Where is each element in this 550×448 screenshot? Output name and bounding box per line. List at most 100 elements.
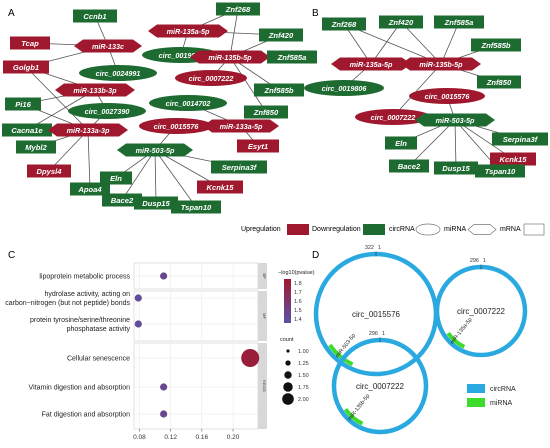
network-b-edge (454, 119, 457, 169)
network-a-node: Ccnb1 (73, 9, 117, 23)
mrna-node-box (102, 193, 142, 207)
node-label: Ccnb1 (83, 12, 106, 21)
size-legend-title: count (280, 337, 294, 343)
mirna-binding-label: miR-135b-5p (347, 393, 371, 422)
node-label: Znf420 (268, 31, 294, 40)
network-b-node: Znf268 (322, 17, 366, 31)
legend-mirna-shape (467, 224, 497, 235)
size-legend-dot (284, 371, 292, 379)
network-b-edge (408, 119, 456, 167)
circrna-node-ellipse (355, 109, 431, 125)
node-label: Mybl2 (25, 143, 47, 152)
node-label: Kcnk15 (206, 183, 234, 192)
enrichment-dot (160, 272, 168, 280)
network-b-edge (343, 23, 372, 65)
network-a-node: Dusp15 (134, 196, 178, 210)
circrna-start-label: 1 (483, 258, 486, 264)
node-label: Znf585a (444, 18, 474, 27)
network-a-node: Znf420 (259, 28, 303, 42)
mrna-node-box (211, 160, 267, 174)
network-a-node: Kcnk15 (197, 180, 243, 194)
network-a-edge (121, 149, 156, 201)
node-label: Esyt1 (248, 142, 268, 151)
facet-strip-label: BP (262, 273, 267, 279)
size-legend-dot (286, 349, 290, 353)
node-label: Znf585b (263, 86, 293, 95)
mirna-node-hexagon (401, 57, 481, 71)
mrna-node-box (490, 152, 536, 166)
mrna-node-box (10, 36, 50, 50)
mirna-node-hexagon (74, 39, 142, 53)
panel-label-b: B (312, 8, 319, 19)
color-legend-bar (284, 279, 291, 323)
network-b-edge (440, 21, 460, 65)
network-b-node: Tspan10 (475, 164, 525, 178)
circrna-node-ellipse (68, 103, 146, 119)
network-b-edge (343, 23, 442, 65)
mrna-node-box (237, 139, 279, 153)
network-b-node: circ_0007222 (355, 109, 431, 125)
mrna-node-box (434, 161, 478, 175)
network-a-node: miR-133b-3p (55, 83, 135, 97)
circrna-start-label: 1 (382, 331, 385, 337)
legend-upregulation-label: Upregulation (241, 226, 281, 233)
size-legend-tick: 2.00 (298, 397, 309, 403)
mrna-node-box (434, 15, 484, 29)
legend-circrna-text: circRNA (490, 386, 516, 393)
node-label: circ_0007222 (371, 113, 416, 122)
node-label: Apoa4 (77, 185, 102, 194)
mrna-node-box (100, 171, 132, 185)
mrna-node-box (2, 123, 52, 137)
mrna-node-box (492, 132, 548, 146)
network-b-node: Kcnk15 (490, 152, 536, 166)
circrna-start-label: 1 (378, 245, 381, 251)
node-label: Kcnk15 (499, 155, 527, 164)
panel-label-a: A (8, 8, 15, 19)
facet-panel (133, 342, 259, 430)
mrna-node-box (171, 200, 221, 214)
legend-circrna-label: circRNA (389, 226, 415, 233)
node-label: Serpina3f (503, 135, 539, 144)
network-b-node: Serpina3f (492, 132, 548, 146)
term-label: protein tyrosine/serine/threonine (30, 317, 130, 324)
network-b-edge (400, 21, 442, 65)
network-a-node: miR-503-5p (117, 143, 193, 157)
network-a-node: miR-133a-5p (203, 119, 279, 133)
network-a-node: circ_0014702 (149, 95, 227, 111)
mirna-node-hexagon (203, 119, 279, 133)
mrna-node-box (134, 196, 178, 210)
node-label: Bace2 (111, 196, 134, 205)
facet-panel (133, 290, 259, 342)
facet-strip (258, 291, 267, 341)
mrna-node-box (3, 60, 49, 74)
network-a-node: miR-133a-3p (48, 123, 128, 137)
network-b-node: miR-135b-5p (401, 57, 481, 71)
node-label: Znf268 (331, 20, 357, 29)
legend-circrna-swatch (467, 384, 485, 393)
node-label: Znf850 (253, 108, 279, 117)
mirna-node-hexagon (331, 57, 411, 71)
node-label: miR-133a-5p (220, 122, 263, 131)
node-label: miR-133b-3p (73, 86, 117, 95)
network-a-node: Tcap (10, 36, 50, 50)
circrna-length-label: 322 (365, 245, 374, 251)
node-label: miR-135b-5p (419, 60, 463, 69)
network-b-node: Znf420 (379, 15, 423, 29)
size-legend-tick: 1.50 (298, 373, 309, 379)
network-a-edge (48, 129, 89, 172)
color-legend-tick: 1.7 (294, 290, 302, 296)
network-b-node: miR-135a-5p (331, 57, 411, 71)
node-label: circ_0015576 (154, 122, 200, 131)
mirna-binding-arc (446, 331, 466, 349)
x-tick-label: 0.16 (196, 434, 209, 441)
node-label: Tspan10 (485, 167, 516, 176)
network-b-edge (392, 63, 442, 118)
network-a-node: circ_0007222 (175, 70, 247, 86)
term-label: Vitamin digestion and absorption (29, 385, 131, 392)
network-a-node: circ_0015576 (139, 118, 213, 134)
node-label: miR-133c (92, 42, 124, 51)
